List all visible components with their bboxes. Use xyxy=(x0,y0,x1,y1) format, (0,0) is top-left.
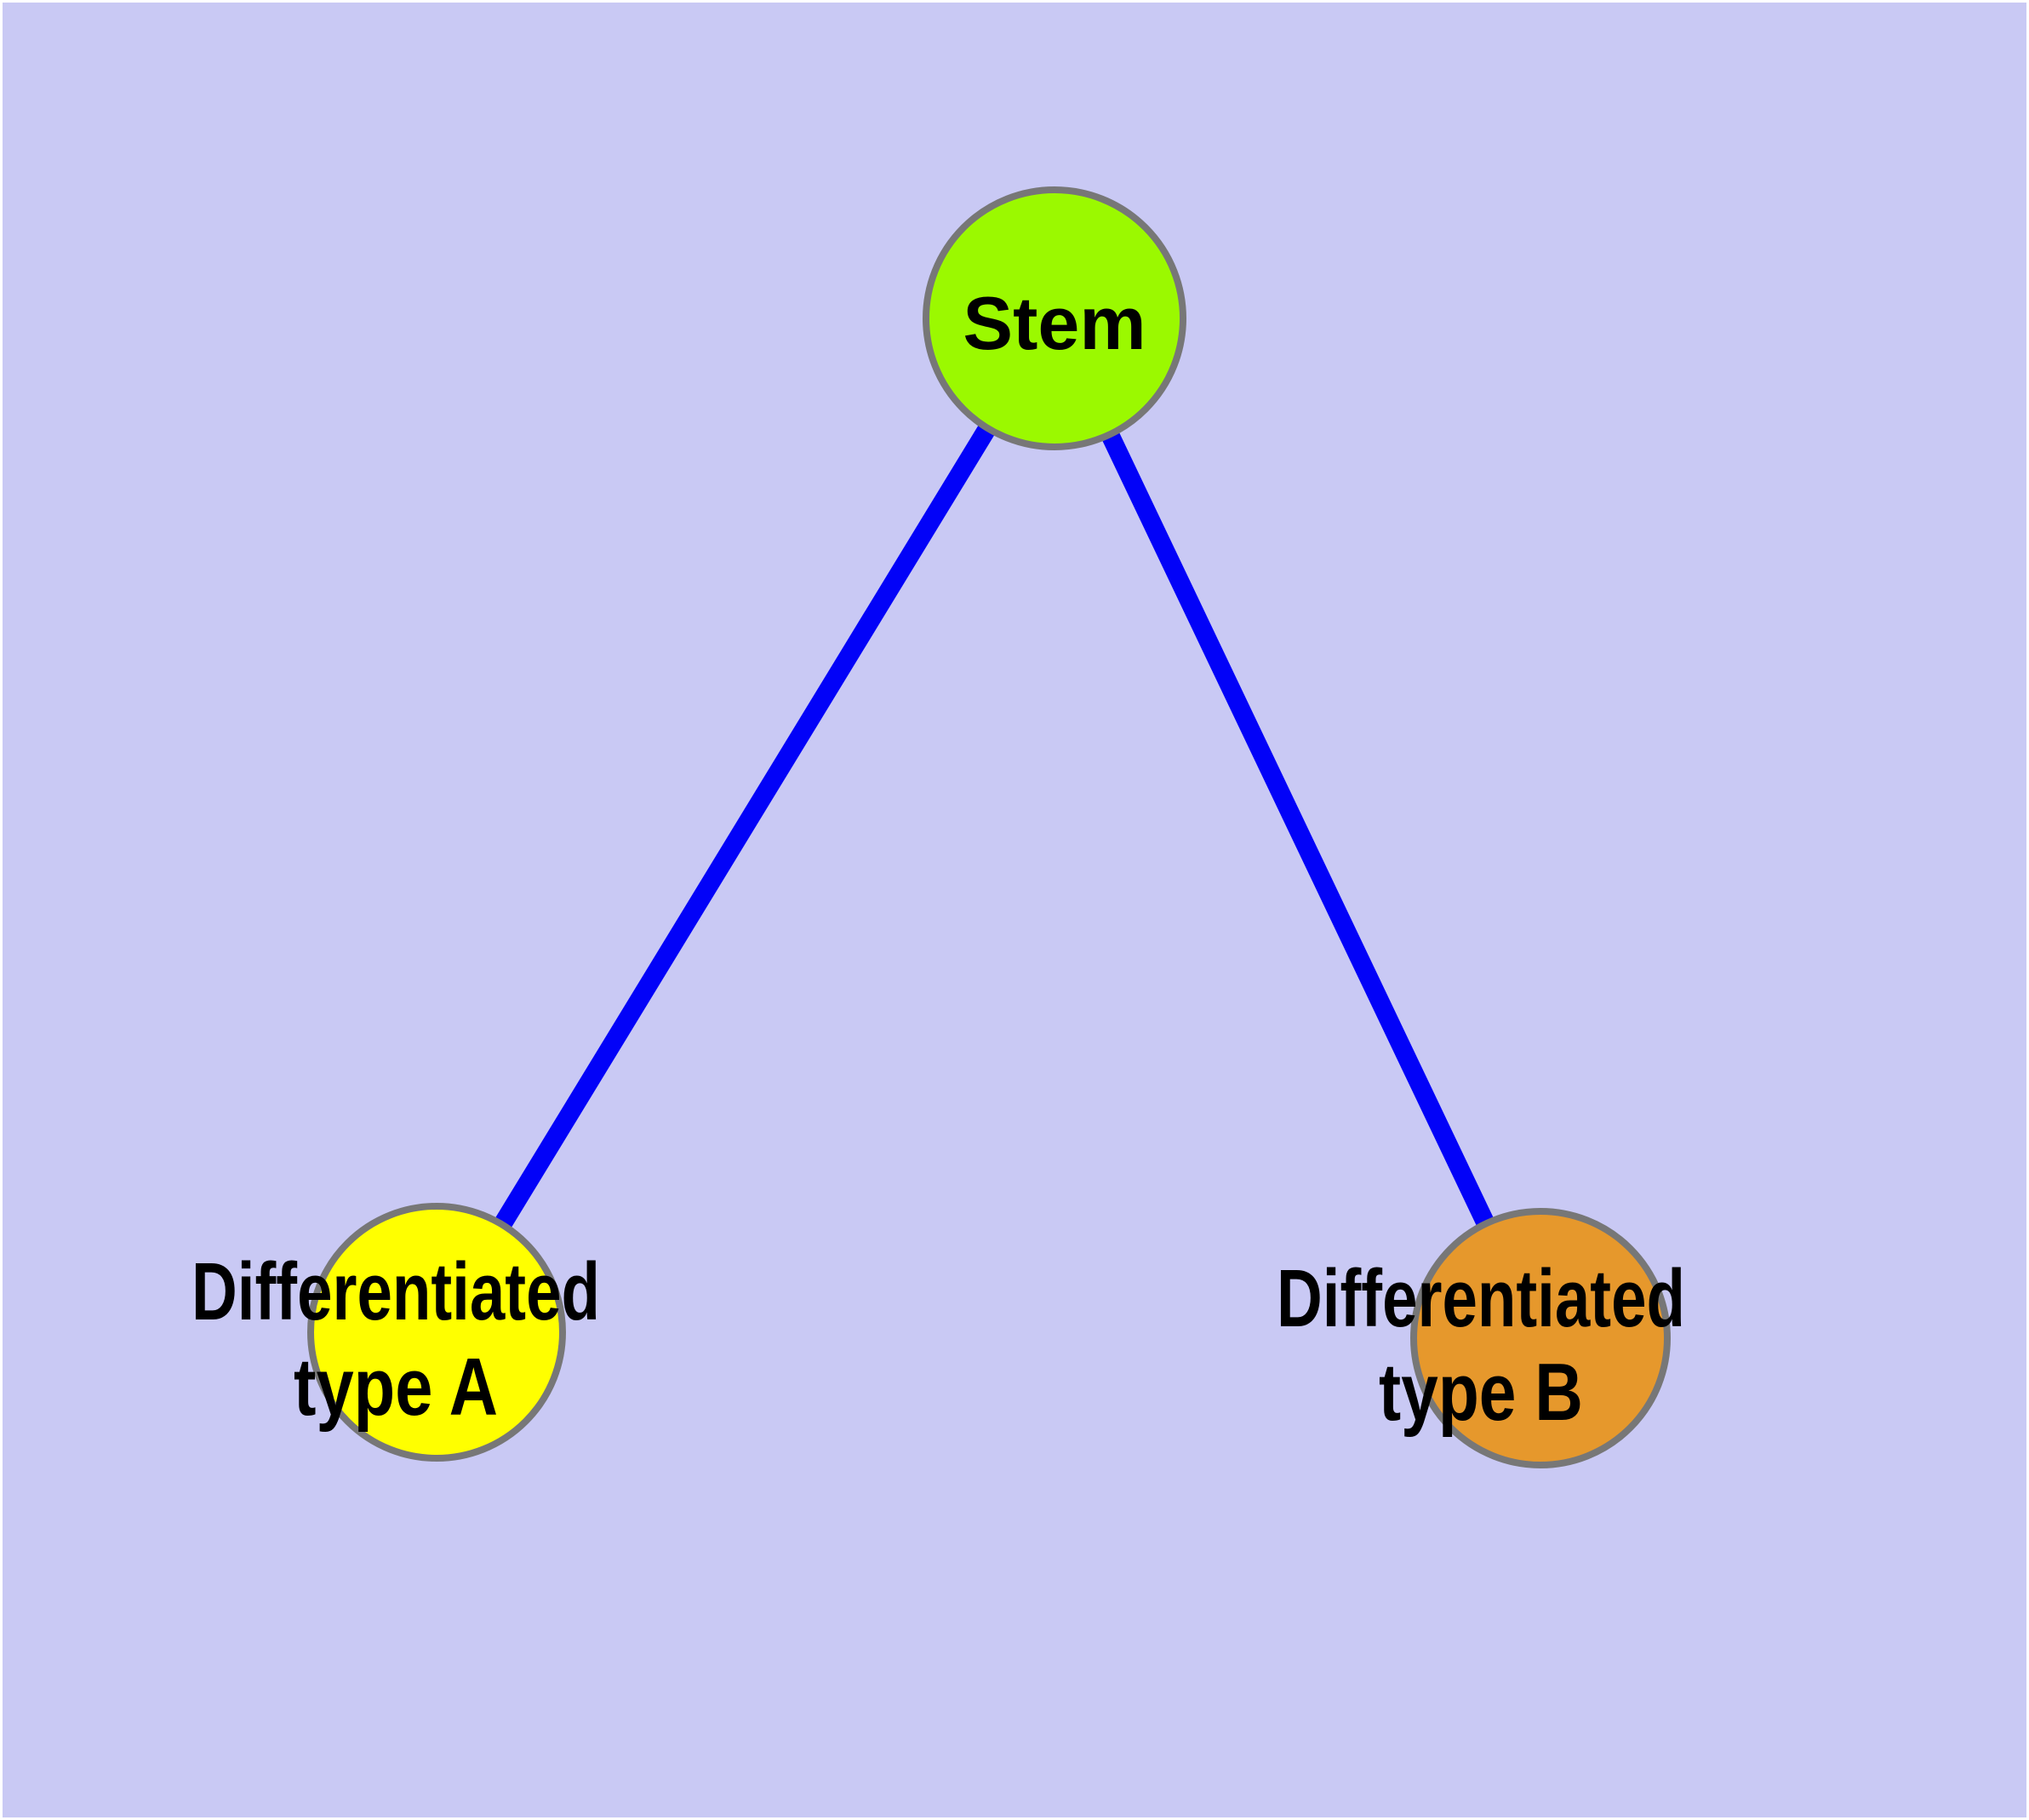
node-differentiated-type-b xyxy=(1410,1208,1671,1468)
node-stem-label: Stem xyxy=(963,281,1146,365)
node-differentiated-type-a xyxy=(307,1203,566,1462)
node-stem xyxy=(923,186,1186,450)
node-type-b-label-line2: type B xyxy=(1379,1347,1583,1438)
node-type-b-label-line1: Differentiated xyxy=(1277,1253,1685,1344)
edge-stem-to-type-b xyxy=(1046,314,1549,1342)
edge-stem-to-type-a xyxy=(428,313,1063,1337)
node-type-a-label-line1: Differentiated xyxy=(191,1246,600,1337)
node-type-a-label-line2: type A xyxy=(294,1342,498,1433)
